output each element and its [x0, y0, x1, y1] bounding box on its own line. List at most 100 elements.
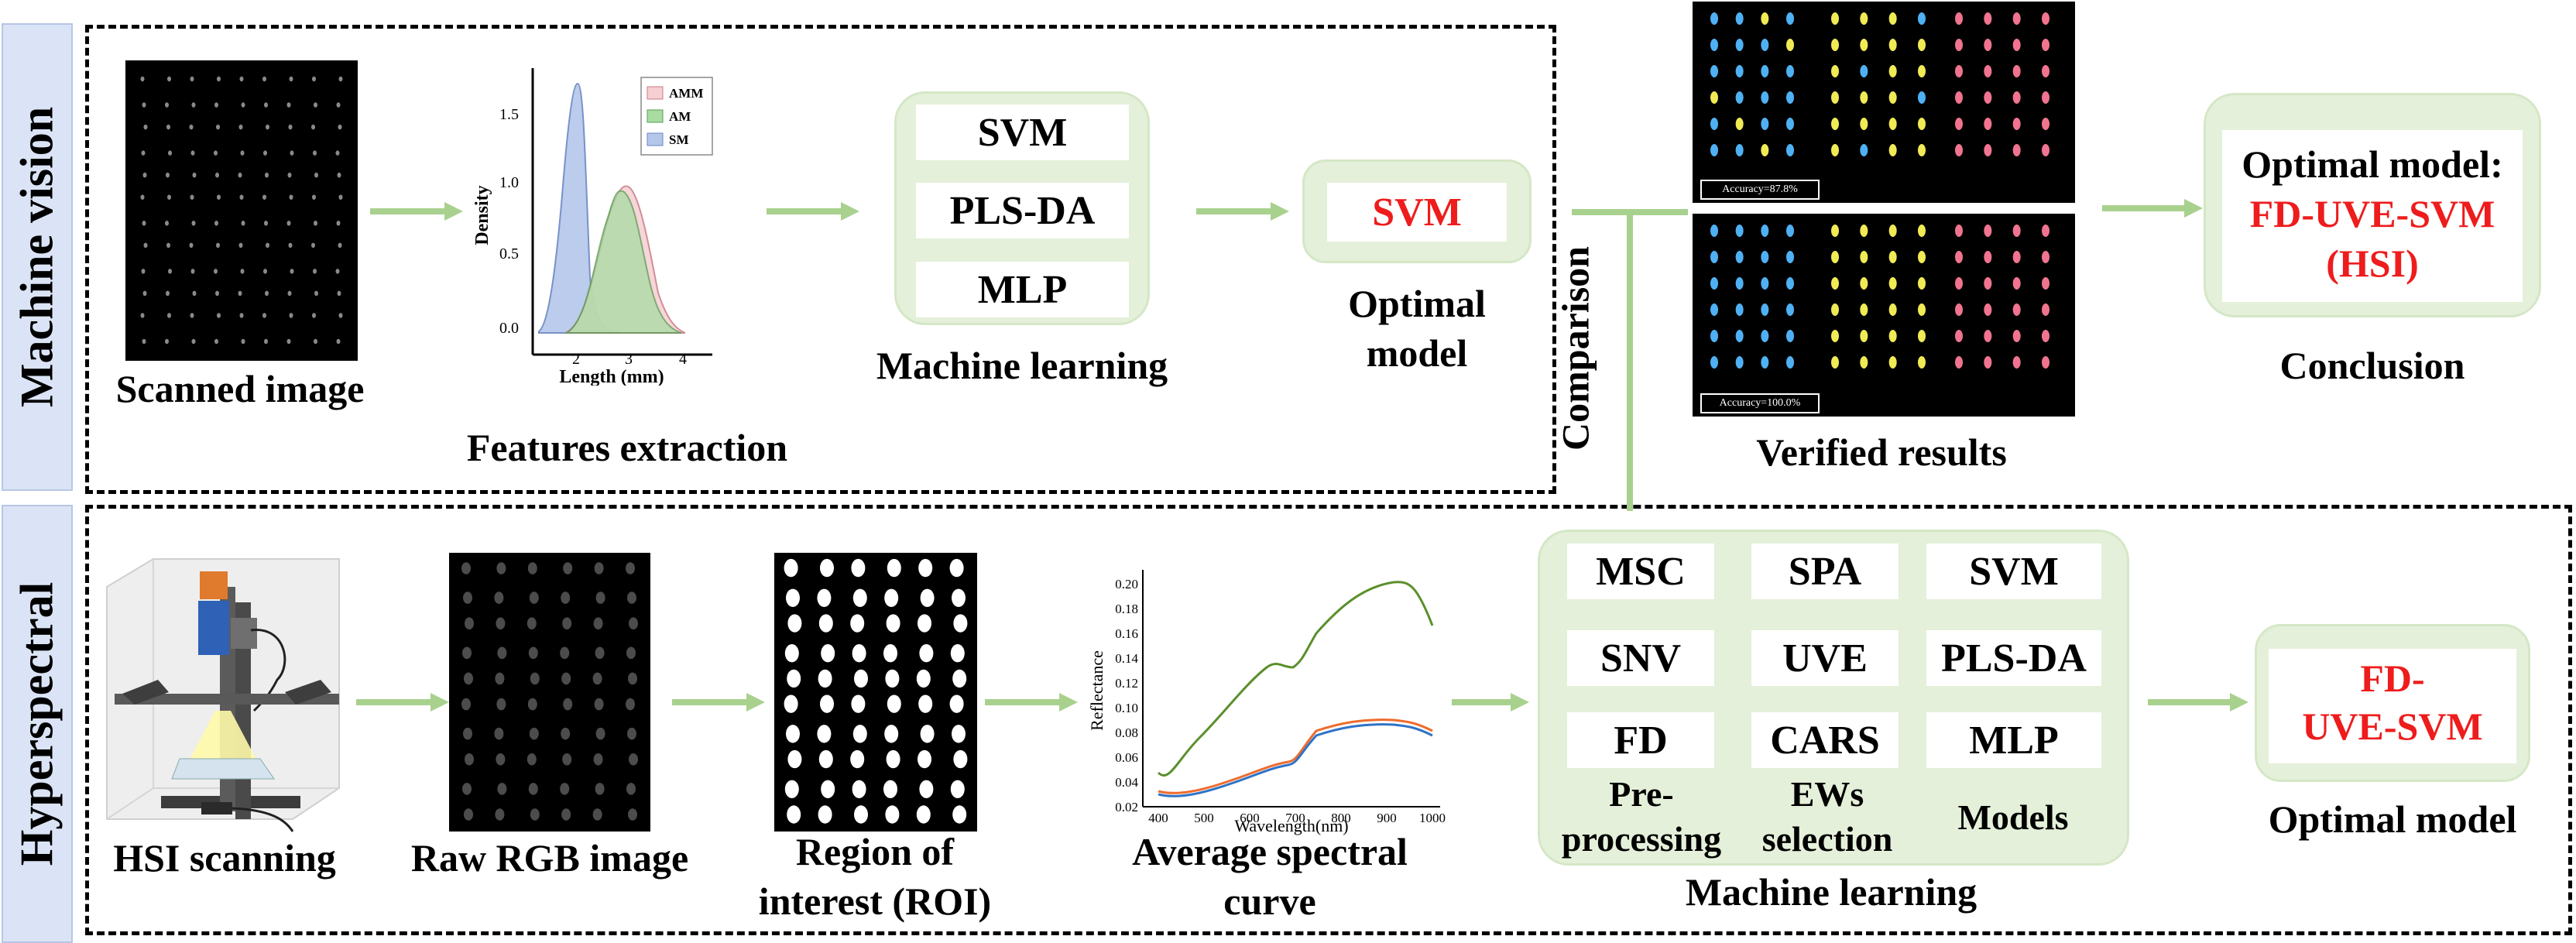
- sample-dot: [464, 672, 473, 685]
- verified-dot: [1955, 277, 1963, 290]
- optimal-model-label-line2: model: [1366, 331, 1468, 375]
- verified-dot: [1786, 91, 1794, 104]
- sample-dot: [883, 780, 897, 798]
- verified-dot: [1831, 118, 1839, 130]
- sample-dot: [239, 76, 244, 82]
- verified-dot: [1761, 277, 1769, 290]
- comparison-connector: [1572, 194, 1711, 523]
- sample-dot: [190, 194, 194, 200]
- verified-dot: [1984, 118, 1992, 130]
- sample-dot: [818, 749, 833, 769]
- verified-dot: [1955, 12, 1963, 25]
- sample-dot: [461, 698, 471, 711]
- sample-dot: [165, 102, 169, 108]
- sample-dot: [820, 558, 834, 578]
- sample-dot: [240, 269, 245, 274]
- verified-dot: [2012, 330, 2021, 342]
- sample-dot: [290, 269, 294, 274]
- density-y-tick: 0.0: [499, 320, 519, 337]
- verified-dot: [1735, 356, 1744, 369]
- sample-dot: [495, 808, 505, 821]
- verified-dot: [1786, 251, 1794, 263]
- verified-dot: [1955, 91, 1963, 104]
- sample-dot: [192, 172, 197, 178]
- sample-dot: [192, 290, 197, 297]
- sample-dot: [264, 338, 268, 345]
- verified-dot: [1918, 330, 1926, 342]
- verified-dot: [1761, 225, 1769, 237]
- avg-curve-label-line1: Average spectral: [1132, 830, 1408, 873]
- spectral-y-tick: 0.20: [1115, 577, 1138, 592]
- verified-dot: [1955, 356, 1963, 369]
- sample-dot: [626, 698, 635, 711]
- conclusion-inner: [2222, 130, 2523, 302]
- verified-dot: [1735, 330, 1744, 342]
- sample-dot: [854, 805, 868, 824]
- pre-label-line1: Pre-: [1609, 774, 1674, 814]
- sample-dot: [166, 242, 170, 249]
- sample-dot: [262, 194, 266, 200]
- verified-dot: [1918, 251, 1926, 263]
- sample-dot: [314, 338, 317, 345]
- model-mlp-hsi: MLP: [1926, 712, 2101, 768]
- spectral-y-tick: 0.16: [1115, 626, 1138, 641]
- roi-label-line2: interest (ROI): [758, 880, 992, 923]
- verified-dot: [1710, 277, 1718, 290]
- verified-dot: [1888, 225, 1897, 237]
- sample-dot: [563, 698, 573, 711]
- spectral-y-tick: 0.08: [1115, 725, 1138, 740]
- optimal-model-label-line1: Optimal: [1348, 282, 1486, 325]
- model-plsda-hsi: PLS-DA: [1926, 630, 2101, 686]
- sample-dot: [338, 76, 343, 82]
- sample-dot: [217, 194, 221, 200]
- accuracy-top: Accuracy=87.8%: [1700, 180, 1820, 200]
- sample-dot: [818, 614, 833, 633]
- sample-dot: [494, 592, 504, 604]
- hsi-scanning-label: HSI scanning: [113, 836, 336, 880]
- verified-dot: [1831, 251, 1839, 263]
- sample-dot: [851, 694, 866, 713]
- scanned-image-dots: [140, 76, 343, 345]
- sample-dot: [165, 338, 169, 345]
- comparison-text: Comparison: [1553, 246, 1597, 451]
- sample-dot: [560, 646, 570, 660]
- verified-dot: [2012, 303, 2021, 316]
- verified-dot: [2012, 251, 2021, 263]
- sample-dot: [464, 808, 473, 821]
- sample-dot: [850, 749, 865, 769]
- spectral-x-tick: 900: [1377, 811, 1397, 825]
- sample-dot: [884, 588, 899, 608]
- verified-dot: [1710, 225, 1718, 237]
- verified-dot: [1710, 330, 1718, 342]
- sample-dot: [626, 562, 635, 574]
- verified-results-label: Verified results: [1756, 430, 2007, 474]
- sample-dot: [313, 269, 317, 274]
- ews-spa: SPA: [1751, 544, 1899, 599]
- sample-dot: [885, 669, 900, 688]
- verified-dot: [1860, 251, 1868, 263]
- sample-dot: [885, 805, 900, 824]
- roi-dots: [784, 558, 968, 824]
- sample-dot: [592, 672, 602, 685]
- sample-dot: [918, 558, 933, 578]
- hsi-optimal-value-line1: FD-: [2360, 657, 2425, 700]
- verified-dot: [1984, 65, 1992, 77]
- sample-dot: [952, 725, 966, 743]
- verified-dot: [1761, 39, 1769, 51]
- verified-dot: [2042, 277, 2049, 290]
- sample-dot: [494, 727, 504, 740]
- sample-dot: [562, 617, 572, 630]
- sample-dot: [594, 698, 604, 711]
- sample-dot: [214, 150, 218, 156]
- sample-dot: [818, 669, 832, 688]
- sample-dot: [919, 780, 934, 798]
- sample-dot: [337, 290, 341, 297]
- verified-dot: [1786, 12, 1794, 25]
- optimal-model-svm: SVM: [1327, 183, 1507, 242]
- verified-dot: [1786, 330, 1794, 342]
- sample-dot: [314, 221, 317, 226]
- sample-dot: [530, 808, 540, 821]
- sample-dot: [949, 558, 964, 578]
- arrow: [1452, 691, 1529, 718]
- verified-dot: [2042, 356, 2049, 369]
